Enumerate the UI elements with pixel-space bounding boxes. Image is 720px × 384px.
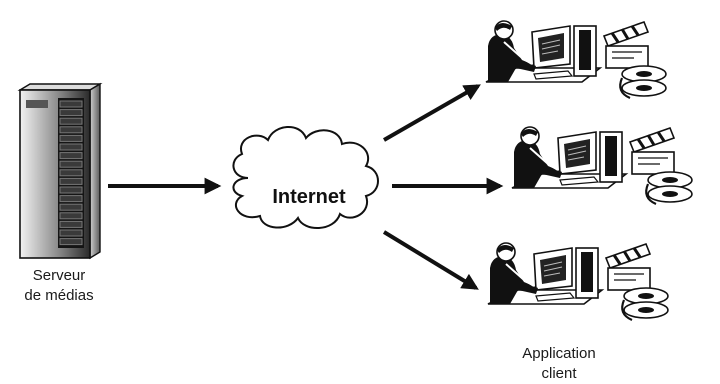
server-drive-bay xyxy=(59,160,83,168)
server-drive-bay xyxy=(59,109,83,117)
server-drive-bay xyxy=(59,177,83,185)
client-label-line1: Application xyxy=(522,345,596,362)
server-tower-icon xyxy=(17,82,103,260)
client-workstation-1 xyxy=(484,19,668,100)
server-label-line2: de médias xyxy=(24,287,94,304)
server-drive-bay xyxy=(59,100,83,108)
cloud-icon xyxy=(232,126,379,230)
client-workstation-3 xyxy=(486,241,670,322)
arrow-internet-to-client-3 xyxy=(382,230,479,290)
server-drive-bay xyxy=(59,212,83,220)
server-drive-bay xyxy=(59,143,83,151)
server-drive-bay xyxy=(59,195,83,203)
server-drive-bay xyxy=(59,134,83,142)
client-workstation-2 xyxy=(510,125,694,206)
server-label: Serveur de médias xyxy=(6,266,112,306)
server-drive-bay xyxy=(59,220,83,228)
server-drive-bay xyxy=(59,117,83,125)
server-drive-bay xyxy=(59,169,83,177)
internet-label: Internet xyxy=(272,186,346,208)
server-drive-bay xyxy=(59,238,83,246)
server-label-line1: Serveur xyxy=(32,267,86,284)
client-label-line2: client xyxy=(541,365,577,382)
server-drive-bay xyxy=(59,126,83,134)
arrow-internet-to-client-1 xyxy=(383,84,481,142)
server-drive-bay xyxy=(59,152,83,160)
server-drive-bay xyxy=(59,186,83,194)
client-label: Application client xyxy=(498,344,620,384)
server-drive-bay xyxy=(59,229,83,237)
server-drive-bay xyxy=(59,203,83,211)
